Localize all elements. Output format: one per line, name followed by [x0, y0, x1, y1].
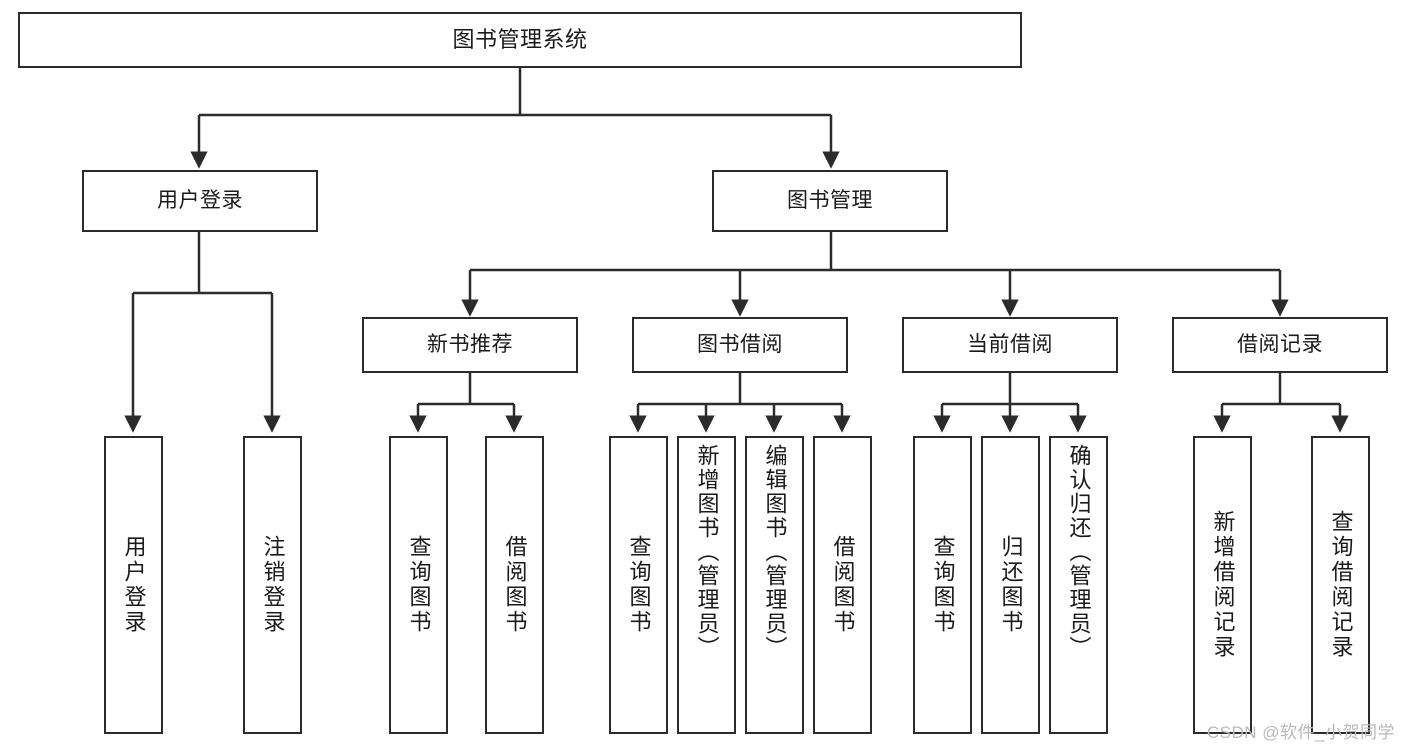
- node-label: 用户登录: [121, 535, 147, 635]
- csdn-watermark: CSDN @软件_小贺同学: [1206, 723, 1395, 742]
- node-label: 新增图书（管理员）: [694, 444, 720, 660]
- node-label: 借阅图书: [830, 535, 856, 635]
- node-leaf-add-record[interactable]: 新增借阅记录: [1193, 436, 1252, 734]
- node-label: 确认归还（管理员）: [1066, 444, 1092, 660]
- node-label: 图书借阅: [697, 333, 783, 357]
- node-book-borrow[interactable]: 图书借阅: [632, 317, 848, 373]
- node-leaf-user-login[interactable]: 用户登录: [104, 436, 163, 734]
- node-label: 新增借阅记录: [1210, 510, 1236, 660]
- node-label: 新书推荐: [427, 333, 513, 357]
- node-label: 借阅记录: [1237, 333, 1323, 357]
- node-label: 查询借阅记录: [1328, 510, 1354, 660]
- node-label: 当前借阅: [967, 333, 1053, 357]
- node-leaf-edit-book[interactable]: 编辑图书（管理员）: [745, 436, 804, 734]
- node-leaf-logout-login[interactable]: 注销登录: [243, 436, 302, 734]
- node-leaf-query-record[interactable]: 查询借阅记录: [1311, 436, 1370, 734]
- node-leaf-return-book[interactable]: 归还图书: [981, 436, 1040, 734]
- node-book-management[interactable]: 图书管理: [712, 170, 948, 232]
- node-label: 编辑图书（管理员）: [762, 444, 788, 660]
- node-current-borrow[interactable]: 当前借阅: [902, 317, 1118, 373]
- node-leaf-query-book-2[interactable]: 查询图书: [609, 436, 668, 734]
- node-label: 用户登录: [157, 189, 243, 213]
- node-leaf-confirm-return[interactable]: 确认归还（管理员）: [1049, 436, 1108, 734]
- node-label: 查询图书: [406, 535, 432, 635]
- node-new-book-recommend[interactable]: 新书推荐: [362, 317, 578, 373]
- node-label: 查询图书: [930, 535, 956, 635]
- node-leaf-query-book-1[interactable]: 查询图书: [389, 436, 448, 734]
- node-leaf-borrow-book-1[interactable]: 借阅图书: [485, 436, 544, 734]
- node-label: 图书管理: [787, 189, 873, 213]
- node-user-login[interactable]: 用户登录: [82, 170, 318, 232]
- node-borrow-record[interactable]: 借阅记录: [1172, 317, 1388, 373]
- node-label: 注销登录: [260, 535, 286, 635]
- node-leaf-add-book[interactable]: 新增图书（管理员）: [677, 436, 736, 734]
- node-label: 查询图书: [626, 535, 652, 635]
- node-root-book-management-system[interactable]: 图书管理系统: [18, 12, 1022, 68]
- node-leaf-borrow-book-2[interactable]: 借阅图书: [813, 436, 872, 734]
- node-leaf-query-book-3[interactable]: 查询图书: [913, 436, 972, 734]
- node-label: 借阅图书: [502, 535, 528, 635]
- node-label: 图书管理系统: [452, 26, 588, 52]
- node-label: 归还图书: [998, 535, 1024, 635]
